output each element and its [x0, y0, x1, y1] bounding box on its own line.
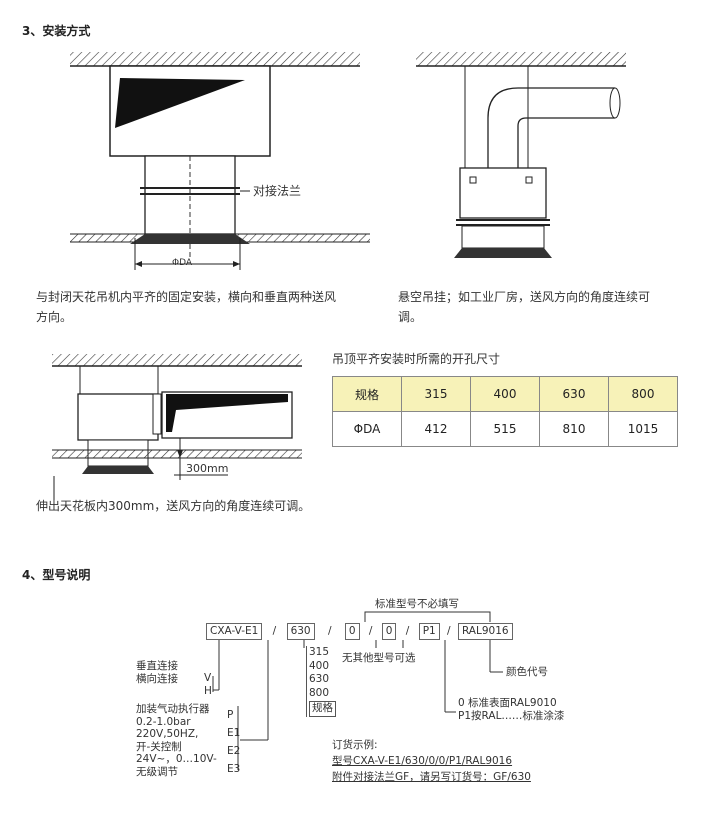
order-flange: 附件对接法兰GF，请另写订货号：GF/630 [332, 771, 531, 783]
table-cell: 515 [470, 411, 540, 447]
order-title: 订货示例: [332, 739, 378, 751]
surface-option: P1按RAL……标准涂漆 [458, 710, 565, 722]
actuator-line: 24V~，0…10V- [136, 753, 217, 765]
section-3-title: 3、安装方式 [22, 24, 91, 38]
size-item: 800 [309, 686, 330, 699]
surface-options: 0 标准表面RAL9010 P1按RAL……标准涂漆 [458, 697, 564, 723]
connection-codes: V H [204, 672, 212, 698]
size-item: 400 [309, 659, 330, 672]
color-code-label: 颜色代号 [506, 666, 548, 678]
table-cell: 315 [401, 376, 471, 412]
flange-label: 对接法兰 [253, 184, 302, 198]
table-cell: 800 [608, 376, 678, 412]
table-row: ΦDA 412 515 810 1015 [332, 411, 678, 447]
table-header-row: 规格 315 400 630 800 [332, 376, 678, 412]
code-v: V [204, 672, 212, 684]
table-cell: 412 [401, 411, 471, 447]
table-cell: 630 [539, 376, 609, 412]
standard-note: 标准型号不必填写 [375, 598, 459, 610]
other-optional: 无其他型号可选 [342, 652, 416, 664]
code-part: 630 [286, 623, 315, 640]
code-h: H [204, 685, 212, 697]
code-sep: / [447, 625, 451, 637]
actuator-code: E2 [227, 745, 241, 757]
code-sep: / [272, 625, 277, 637]
horizontal-connection: 横向连接 [136, 673, 178, 685]
connection-labels: 垂直连接 横向连接 [136, 660, 178, 686]
order-example: 订货示例: 型号CXA-V-E1/630/0/0/P1/RAL9016 附件对接… [332, 737, 531, 785]
actuator-line: 220V,50HZ, [136, 728, 199, 740]
table-cell: 1015 [608, 411, 678, 447]
phi-label: ΦDA [172, 258, 193, 268]
dim-300mm: 300mm [186, 462, 229, 475]
opening-size-table: 规格 315 400 630 800 ΦDA 412 515 810 1015 [332, 376, 678, 447]
actuator-description: 加装气动执行器 0.2-1.0bar 220V,50HZ, 开-关控制 24V~… [136, 703, 217, 778]
desc-flush-mount: 与封闭天花吊机内平齐的固定安装，横向和垂直两种送风方向。 [36, 290, 337, 324]
table-caption: 吊顶平齐安装时所需的开孔尺寸 [332, 352, 501, 366]
size-item: 315 [309, 646, 330, 658]
table-cell: 810 [539, 411, 609, 447]
diagram-suspended [416, 52, 626, 258]
table-cell: ΦDA [332, 411, 402, 447]
actuator-line: 无级调节 [136, 765, 178, 778]
code-part: P1 [418, 623, 440, 640]
code-sep: / [405, 625, 410, 637]
actuator-code: E1 [227, 727, 241, 739]
surface-option: 0 标准表面RAL9010 [458, 697, 557, 709]
code-part: 0 [381, 623, 397, 640]
actuator-line: 加装气动执行器 [136, 703, 210, 715]
code-part: CXA-V-E1 [206, 623, 263, 640]
code-sep: / [327, 625, 332, 637]
order-model: 型号CXA-V-E1/630/0/0/P1/RAL9016 [332, 755, 513, 767]
table-cell: 400 [470, 376, 540, 412]
code-sep: / [368, 625, 373, 637]
code-part: 0 [344, 623, 360, 640]
section-4-title: 4、型号说明 [22, 568, 91, 582]
diagram-flush-mount [70, 52, 370, 270]
actuator-line: 开-关控制 [136, 740, 182, 753]
size-item: 630 [309, 673, 330, 685]
table-cell: 规格 [332, 376, 402, 412]
actuator-codes: P E1 E2 E3 [227, 706, 240, 778]
size-label: 规格 [309, 701, 336, 717]
diagram-protruding [52, 354, 302, 500]
actuator-code: E3 [227, 763, 241, 775]
desc-protruding: 伸出天花板内300mm，送风方向的角度连续可调。 [36, 499, 311, 513]
desc-suspended: 悬空吊挂；如工业厂房，送风方向的角度连续可调。 [398, 290, 651, 324]
code-part: RAL9016 [457, 623, 513, 640]
size-list: 315 400 630 800 规格 [306, 646, 336, 717]
model-code: CXA-V-E1 / 630 / 0 / 0 / P1 / RAL9016 [206, 623, 513, 640]
vertical-connection: 垂直连接 [136, 660, 178, 672]
actuator-line: 0.2-1.0bar [136, 715, 191, 728]
actuator-code: P [227, 709, 234, 721]
